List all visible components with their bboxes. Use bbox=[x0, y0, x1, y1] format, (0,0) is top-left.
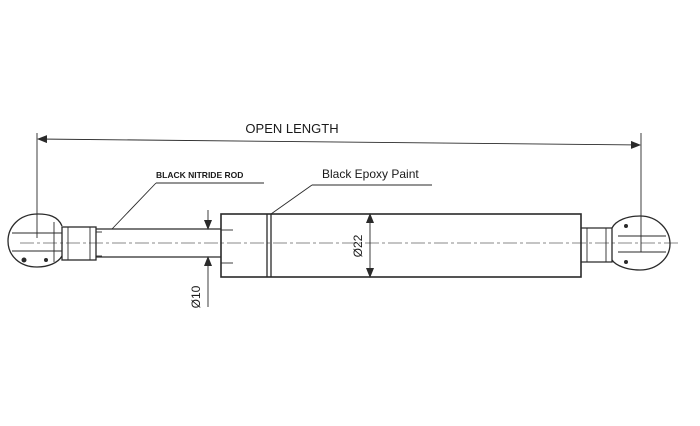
open-length-dimension: OPEN LENGTH bbox=[36, 121, 642, 252]
cylinder-body bbox=[220, 213, 582, 278]
rod-finish-label: BLACK NITRIDE ROD bbox=[156, 170, 243, 180]
rod-diameter-label: Ø10 bbox=[189, 285, 203, 308]
body-diameter-label: Ø22 bbox=[351, 234, 365, 257]
right-ball-socket bbox=[611, 215, 671, 271]
open-length-dimension-line bbox=[37, 135, 641, 149]
right-end-fitting bbox=[581, 227, 613, 263]
body-finish-label: Black Epoxy Paint bbox=[322, 167, 419, 181]
body-diameter-dimension: Ø22 bbox=[351, 213, 374, 278]
open-length-label: OPEN LENGTH bbox=[245, 121, 338, 136]
left-end-fitting bbox=[61, 226, 102, 261]
left-ball-socket bbox=[7, 213, 63, 268]
body-finish-callout: Black Epoxy Paint bbox=[270, 167, 432, 215]
rod-finish-callout: BLACK NITRIDE ROD bbox=[111, 170, 264, 230]
rod-diameter-dimension: Ø10 bbox=[189, 210, 218, 308]
